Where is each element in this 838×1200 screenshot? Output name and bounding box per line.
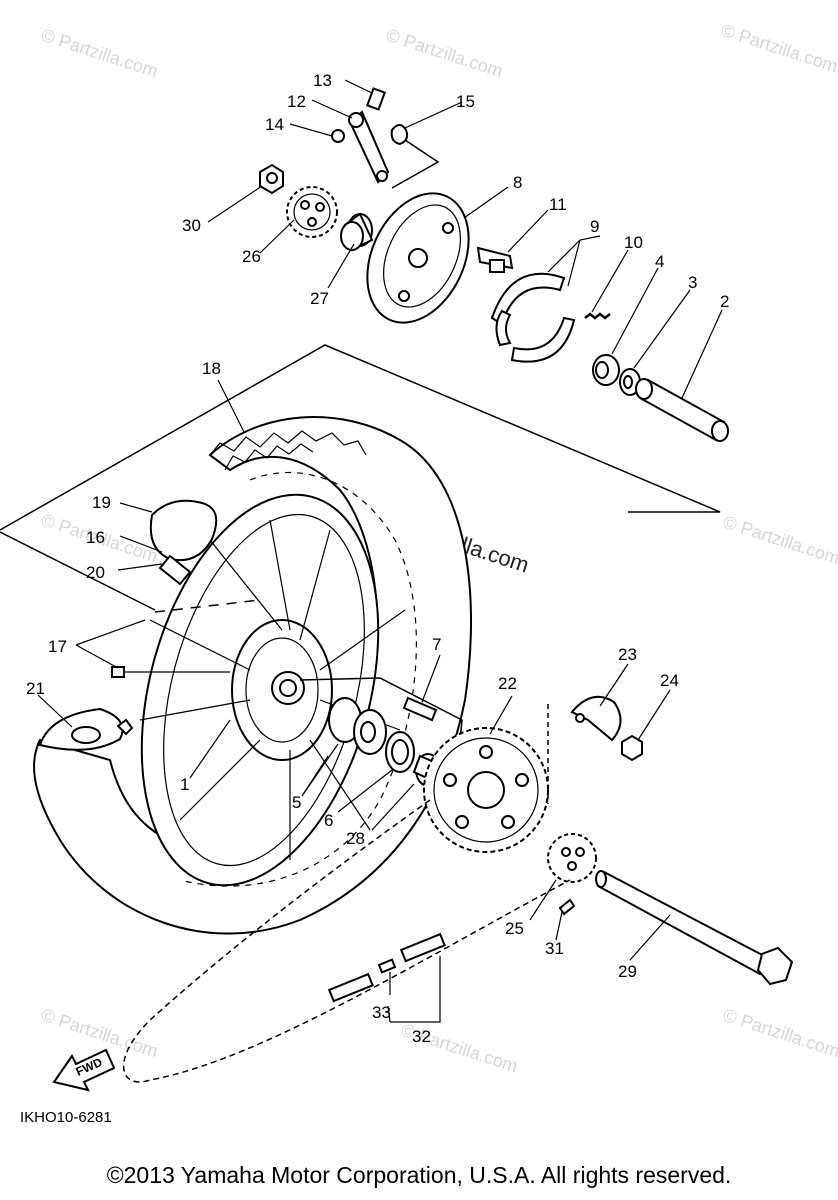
callout-14: 14 xyxy=(265,115,284,134)
rim-and-spokes-1 xyxy=(139,493,406,887)
watermark: © Partzilla.com xyxy=(721,512,838,569)
callout-7: 7 xyxy=(432,635,441,654)
axle-nut-30 xyxy=(259,163,284,195)
rim-lock-21 xyxy=(38,707,134,751)
callout-25: 25 xyxy=(505,919,524,938)
callout-32: 32 xyxy=(412,1027,431,1046)
watermark: © Partzilla.com xyxy=(39,25,161,82)
brake-shoes-9 xyxy=(490,272,576,363)
diagram-code: IKHO10-6281 xyxy=(20,1109,112,1126)
callout-19: 19 xyxy=(92,493,111,512)
bearing-5 xyxy=(328,697,387,755)
callout-23: 23 xyxy=(618,645,637,664)
callout-15: 15 xyxy=(456,92,475,111)
callout-12: 12 xyxy=(287,92,306,111)
callout-9: 9 xyxy=(590,217,599,236)
rear-wheel-parts-diagram: © Partzilla.com © Partzilla.com © Partzi… xyxy=(0,20,838,1126)
bolt-31 xyxy=(558,898,576,916)
collar-27 xyxy=(340,212,374,251)
spoke-nipple-20 xyxy=(158,554,192,586)
callouts: 13 12 15 14 30 26 8 11 9 10 4 3 2 27 18 … xyxy=(26,71,729,1046)
brake-cam-lever xyxy=(331,87,409,184)
spoke-set-17 xyxy=(111,666,230,678)
drive-sprocket-25 xyxy=(547,833,597,883)
leader-lines xyxy=(37,79,723,1023)
sprocket-26 xyxy=(286,186,338,238)
rear-axle-29 xyxy=(595,870,794,986)
oil-seal-3 xyxy=(619,368,641,396)
callout-31: 31 xyxy=(545,939,564,958)
driven-sprocket-22 xyxy=(423,727,549,853)
forward-arrow-icon: FWD xyxy=(52,1048,116,1092)
callout-17: 17 xyxy=(48,637,67,656)
bearing-4 xyxy=(592,354,620,386)
copyright-notice: ©2013 Yamaha Motor Corporation, U.S.A. A… xyxy=(106,1162,732,1188)
callout-8: 8 xyxy=(513,173,522,192)
callout-18: 18 xyxy=(202,359,221,378)
callout-13: 13 xyxy=(313,71,332,90)
spacer-2 xyxy=(635,378,729,442)
watermark: © Partzilla.com xyxy=(384,25,506,82)
watermark: © Partzilla.com xyxy=(719,20,838,77)
callout-2: 2 xyxy=(720,292,729,311)
callout-5: 5 xyxy=(292,793,301,812)
callout-10: 10 xyxy=(624,233,643,252)
callout-26: 26 xyxy=(242,247,261,266)
oil-seal-6 xyxy=(385,731,415,773)
callout-21: 21 xyxy=(26,679,45,698)
callout-22: 22 xyxy=(498,674,517,693)
callout-30: 30 xyxy=(182,216,201,235)
callout-24: 24 xyxy=(660,671,679,690)
spring-10 xyxy=(584,312,611,320)
brake-shoe-plate-8 xyxy=(366,192,470,324)
chain-puller-23 xyxy=(570,695,622,742)
callout-6: 6 xyxy=(324,811,333,830)
stud-bolt-7 xyxy=(402,696,438,722)
callout-28: 28 xyxy=(346,829,365,848)
callout-3: 3 xyxy=(688,273,697,292)
callout-11: 11 xyxy=(549,195,567,214)
watermark: © Partzilla.com xyxy=(721,1005,838,1062)
callout-20: 20 xyxy=(86,563,105,582)
callout-1: 1 xyxy=(180,775,189,794)
callout-29: 29 xyxy=(618,962,637,981)
callout-16: 16 xyxy=(86,528,105,547)
brake-cam-11 xyxy=(476,246,514,273)
callout-4: 4 xyxy=(655,252,664,271)
callout-27: 27 xyxy=(310,289,329,308)
drive-chain-32 xyxy=(122,799,571,1083)
callout-33: 33 xyxy=(372,1003,391,1022)
nut-24 xyxy=(621,734,643,762)
